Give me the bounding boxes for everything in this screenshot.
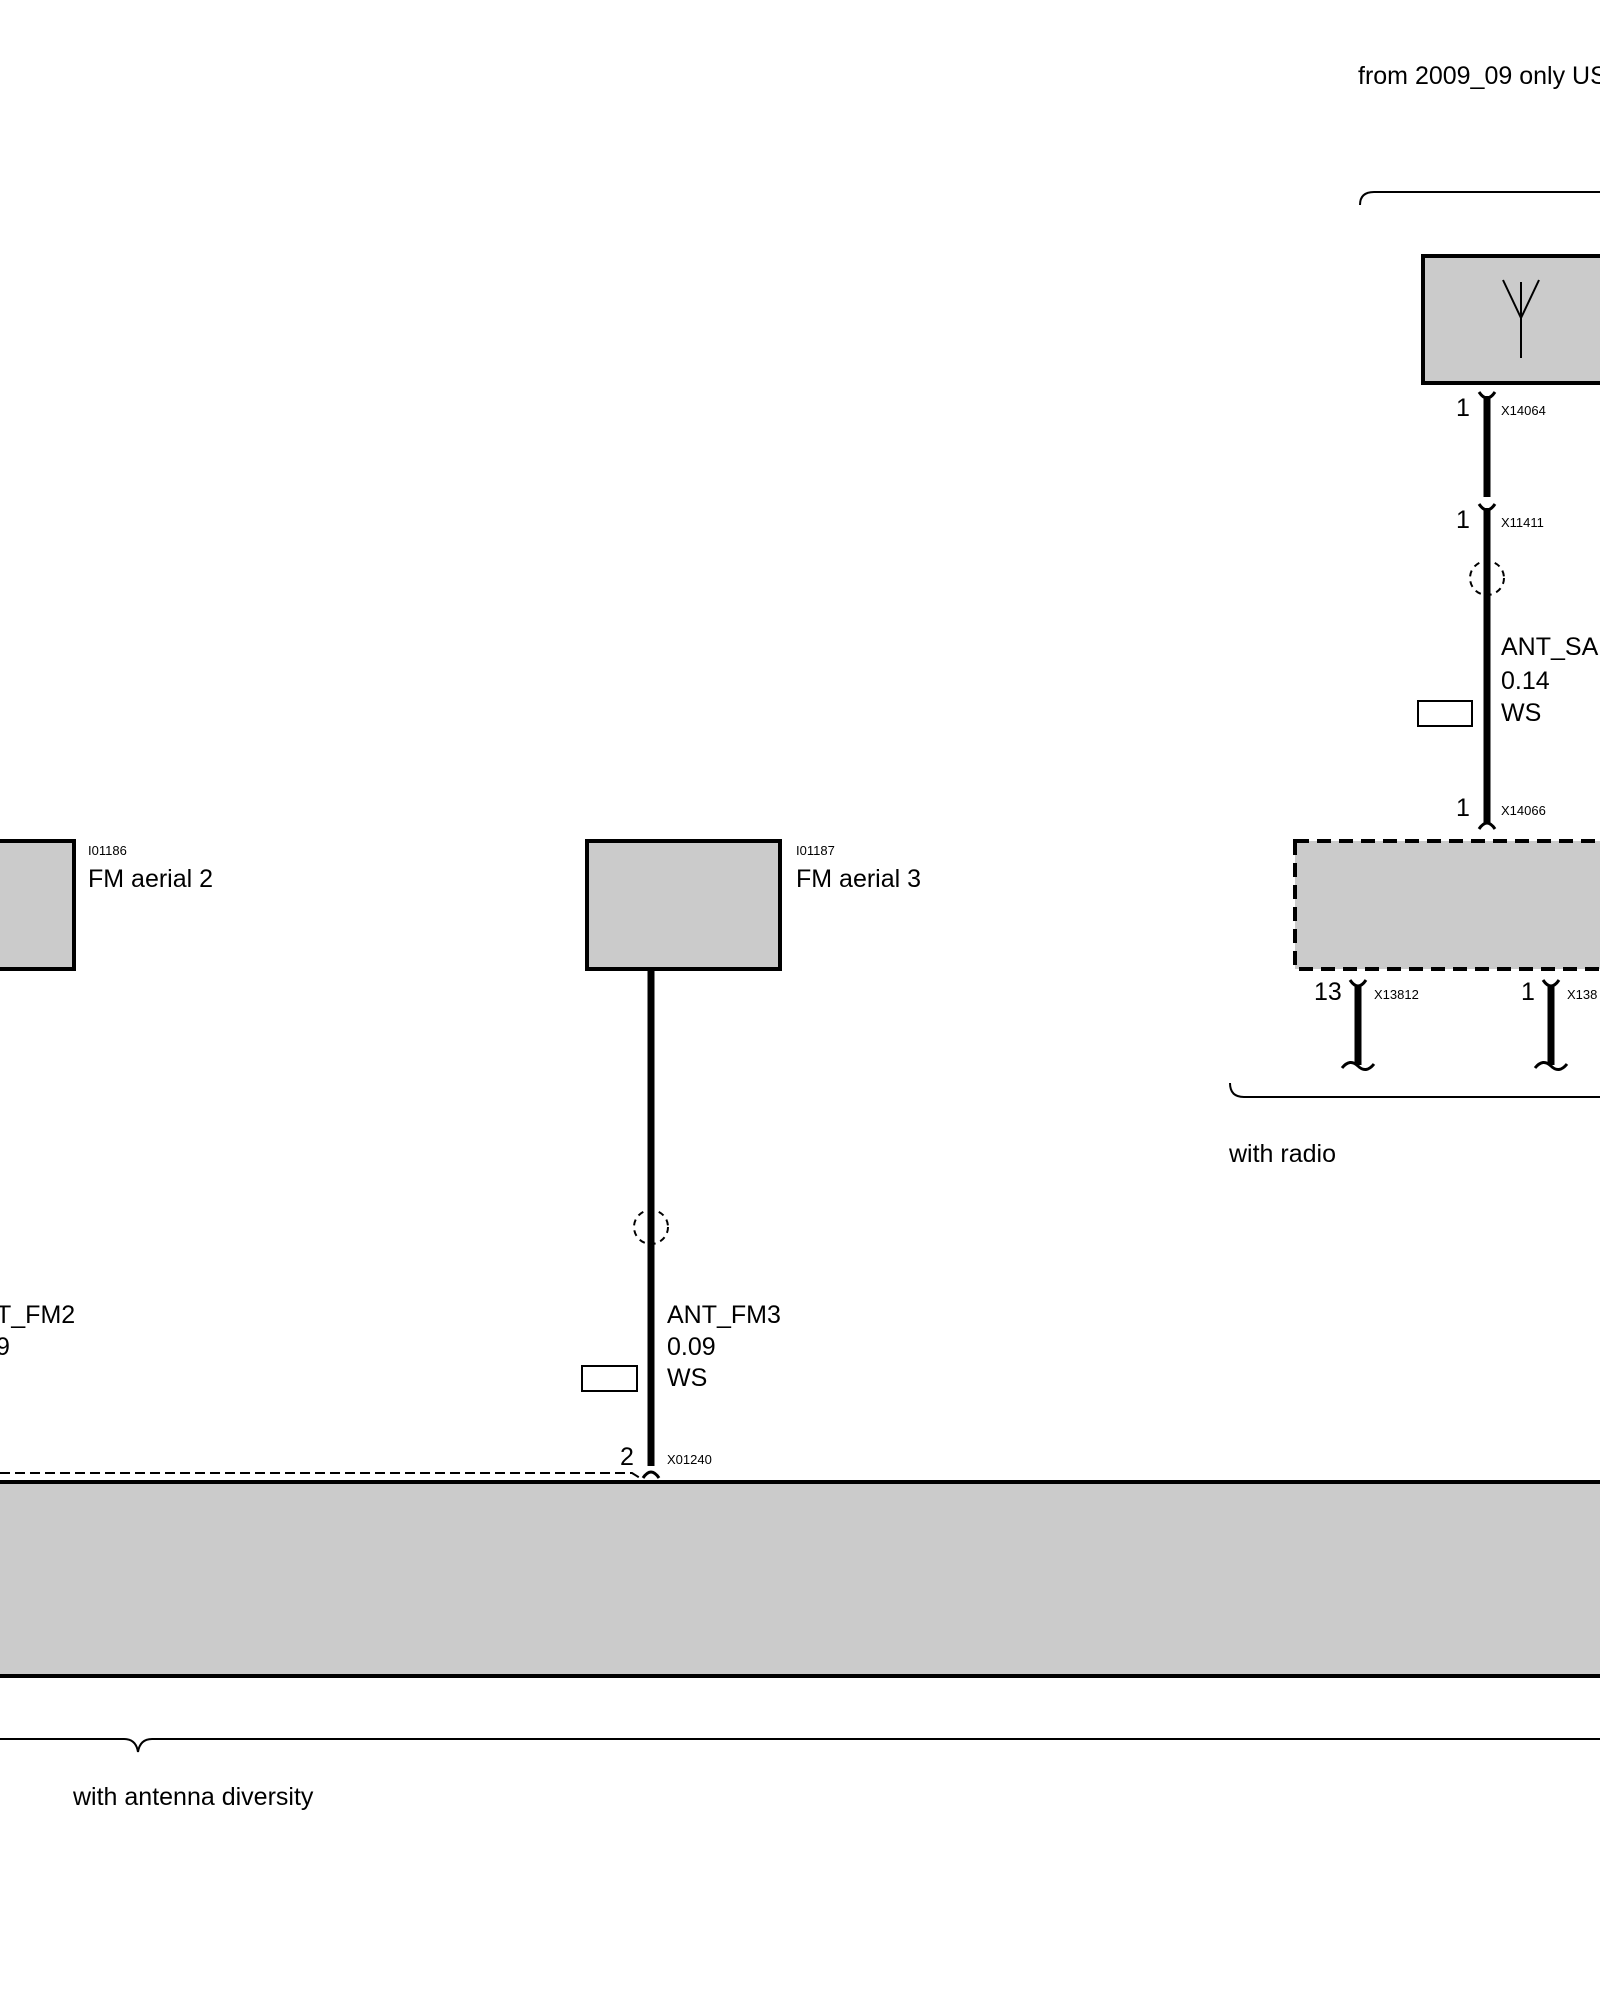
connector-symbol-x01240 — [641, 1470, 661, 1479]
radio-component[interactable] — [1293, 839, 1600, 971]
wire-break-icon — [1340, 1061, 1376, 1071]
connector-x13812: X13812 — [1374, 987, 1419, 1002]
connector-symbol-x13812 — [1348, 979, 1368, 988]
wire-break-icon — [1533, 1061, 1569, 1071]
bracket-with-radio — [1229, 1082, 1600, 1098]
connector-symbol-x138 — [1541, 979, 1561, 988]
note-with-antenna-diversity: with antenna diversity — [72, 1783, 314, 1811]
dashed-shield-line — [0, 1472, 641, 1479]
pin-x138: 1 — [1521, 978, 1535, 1006]
bracket-top-right — [1359, 191, 1600, 206]
wire-ant-fm3-signal: ANT_FM3 — [667, 1301, 781, 1329]
wire-ant-fm2-signal: T_FM2 — [0, 1301, 75, 1329]
antenna-diversity-module[interactable] — [0, 1480, 1600, 1678]
fm-aerial-2-id: I01186 — [88, 843, 127, 858]
pin-x01240: 2 — [620, 1443, 634, 1471]
wire-ant-sat-signal: ANT_SA — [1501, 633, 1599, 661]
shield-icon — [1469, 560, 1505, 596]
wire-color-swatch-ant-sat — [1417, 700, 1473, 727]
connector-x01240: X01240 — [667, 1452, 712, 1467]
fm-aerial-2-name: FM aerial 2 — [88, 865, 213, 893]
connector-x11411: X11411 — [1501, 515, 1544, 530]
connector-symbol-x14064 — [1477, 391, 1497, 400]
satellite-antenna-component[interactable] — [1421, 254, 1600, 385]
shield-icon — [633, 1209, 669, 1245]
pin-x11411: 1 — [1456, 506, 1470, 534]
wire-color-swatch-ant-fm3 — [581, 1365, 638, 1392]
pin-x14064: 1 — [1456, 394, 1470, 422]
connector-x14066: X14066 — [1501, 803, 1546, 818]
fm-aerial-2-component[interactable] — [0, 839, 76, 971]
fm-aerial-3-name: FM aerial 3 — [796, 865, 921, 893]
bracket-antenna-diversity — [0, 1738, 1600, 1753]
wire-ant-sat-size: 0.14 — [1501, 667, 1550, 695]
pin-x14066: 1 — [1456, 794, 1470, 822]
connector-symbol-x14066 — [1477, 821, 1497, 830]
wire-ant-sat-color: WS — [1501, 699, 1541, 727]
connector-symbol-x11411 — [1477, 503, 1497, 512]
note-from-2009: from 2009_09 only US — [1358, 62, 1600, 90]
fm-aerial-3-id: I01187 — [796, 843, 835, 858]
antenna-icon — [1502, 279, 1540, 358]
pin-x13812: 13 — [1314, 978, 1342, 1006]
wire-ant-fm2-size: 9 — [0, 1333, 10, 1361]
wire-ant-fm3-color: WS — [667, 1364, 707, 1392]
note-with-radio: with radio — [1228, 1140, 1336, 1168]
connector-x138: X138 — [1567, 987, 1597, 1002]
connector-x14064: X14064 — [1501, 403, 1546, 418]
wire-ant-fm3-size: 0.09 — [667, 1333, 716, 1361]
fm-aerial-3-component[interactable] — [585, 839, 782, 971]
